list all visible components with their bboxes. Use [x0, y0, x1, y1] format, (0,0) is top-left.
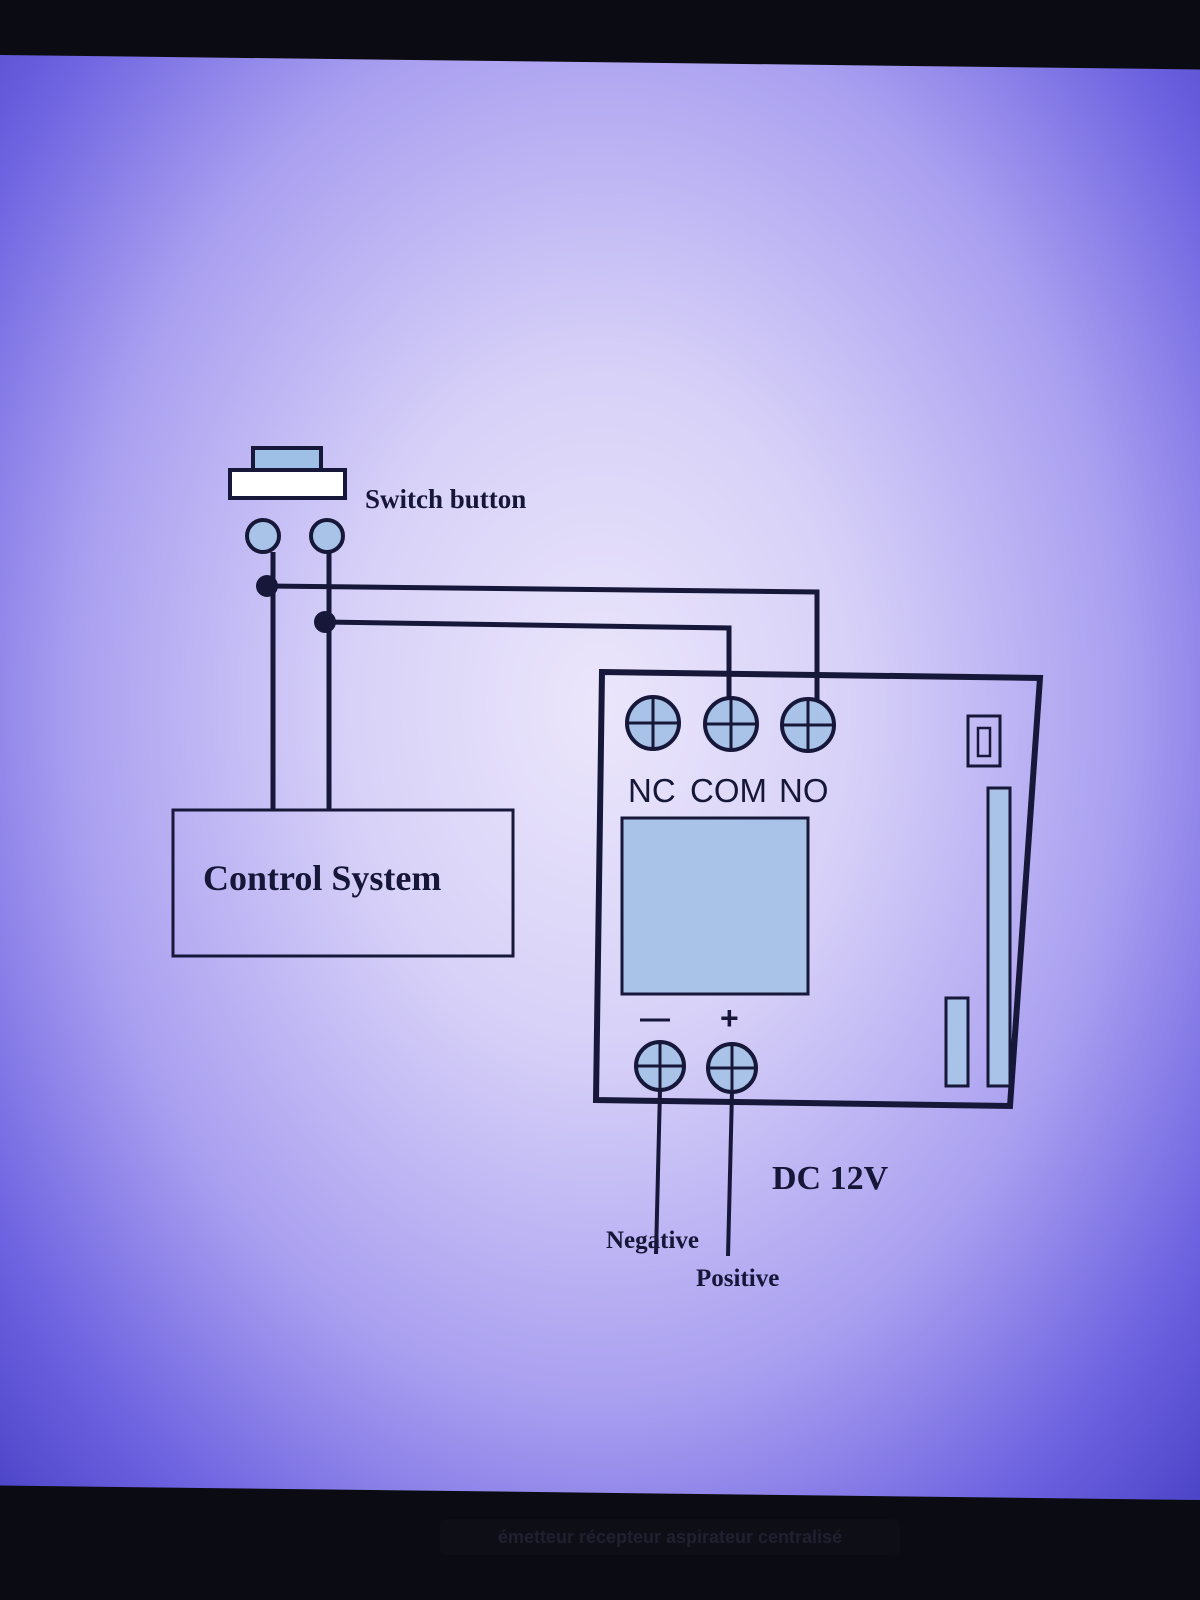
switch-terminal-right — [309, 518, 345, 554]
relay-display-panel — [620, 816, 810, 996]
module-indicator-led — [966, 714, 1002, 768]
junction-dot-left — [256, 575, 278, 597]
positive-label: Positive — [696, 1265, 780, 1292]
power-negative-screw — [634, 1040, 686, 1092]
terminal-no-screw — [780, 697, 836, 753]
wire-to-com — [324, 619, 732, 710]
control-system-box — [171, 808, 515, 958]
module-antenna-strip — [944, 786, 1012, 1088]
dc-voltage-label: DC 12V — [772, 1160, 889, 1197]
screen-caption: émetteur récepteur aspirateur centralisé — [440, 1519, 900, 1555]
switch-button-symbol — [228, 446, 347, 500]
terminal-com-label: COM — [690, 772, 767, 809]
wire-positive-lead — [726, 1091, 734, 1257]
receiver-module-outline — [592, 668, 1044, 1110]
power-plus-sign: + — [720, 1000, 739, 1036]
terminal-com-screw — [703, 696, 759, 752]
negative-label: Negative — [606, 1227, 700, 1254]
terminal-nc-screw — [625, 695, 681, 751]
power-positive-screw — [706, 1042, 758, 1094]
switch-terminal-left — [245, 518, 281, 554]
control-system-label: Control System — [203, 858, 442, 898]
power-minus-sign: — — [640, 1002, 670, 1035]
wire-negative-lead — [654, 1089, 662, 1255]
terminal-no-label: NO — [779, 772, 829, 809]
junction-dot-right — [314, 611, 336, 633]
switch-button-label: Switch button — [365, 484, 527, 514]
terminal-nc-label: NC — [628, 772, 676, 809]
wire-to-no — [266, 583, 820, 710]
